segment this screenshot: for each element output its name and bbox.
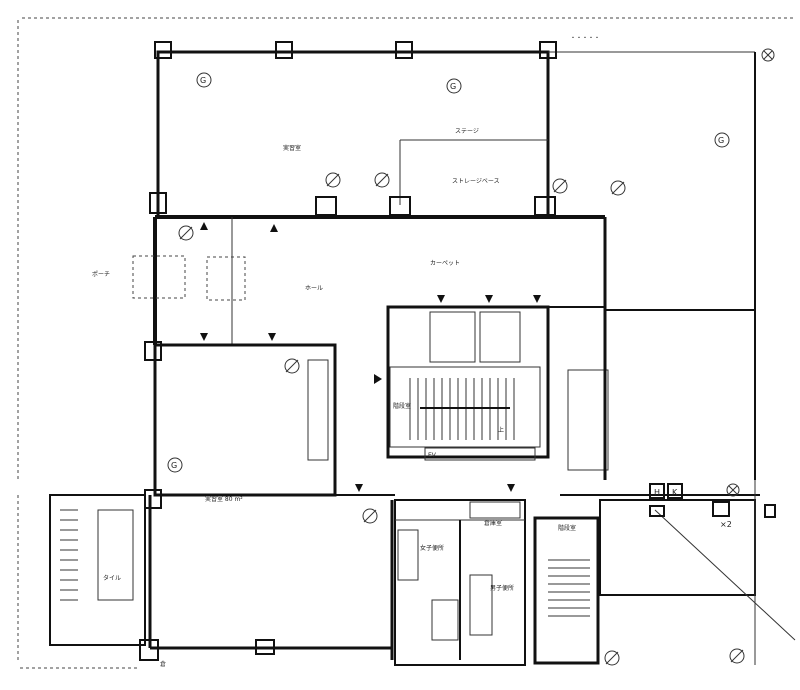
svg-text:G: G (171, 461, 177, 470)
svg-text:G: G (718, 136, 724, 145)
label-tile: タイル (103, 574, 121, 582)
circle-slash-icon (178, 172, 745, 666)
label-shed: 倉 (160, 660, 166, 668)
label-room-main: 実習室 80 m² (205, 495, 243, 503)
label-h: H (654, 488, 660, 497)
label-toilet-w: 女子便所 (420, 544, 444, 552)
label-top-right-marks: ・・・・・ (570, 35, 600, 42)
label-corridor: カーペット (430, 260, 460, 267)
svg-text:G: G (450, 82, 456, 91)
label-room-top: 実習室 (283, 144, 301, 152)
stair-core (386, 305, 609, 471)
label-x2: ×2 (720, 520, 732, 529)
label-stairs-top: ステージ (455, 128, 479, 135)
circle-g-icon: G G G G (167, 72, 730, 473)
right-zone (560, 309, 796, 665)
left-stair (49, 494, 146, 646)
outer-boundary (17, 17, 795, 669)
hall-band (132, 215, 607, 347)
main-room (139, 341, 395, 661)
label-storage-bottom: 倉庫室 (484, 519, 502, 527)
triangle-icon (200, 222, 541, 492)
label-stair-right: 階段室 (558, 524, 576, 532)
label-ev: EV (428, 452, 437, 459)
circle-x-icon (726, 48, 775, 497)
toilet-block (394, 499, 526, 666)
label-storage-top: ストレージベース (452, 178, 500, 185)
label-toilet-m: 男子便所 (490, 584, 514, 592)
label-k: K (672, 488, 678, 497)
label-up: 上 (498, 426, 504, 434)
label-porch: ポーチ (92, 270, 110, 278)
label-hall: ホール (305, 285, 323, 292)
right-stair (533, 516, 600, 665)
svg-text:G: G (200, 76, 206, 85)
label-stair-core: 階段室 (393, 402, 411, 410)
